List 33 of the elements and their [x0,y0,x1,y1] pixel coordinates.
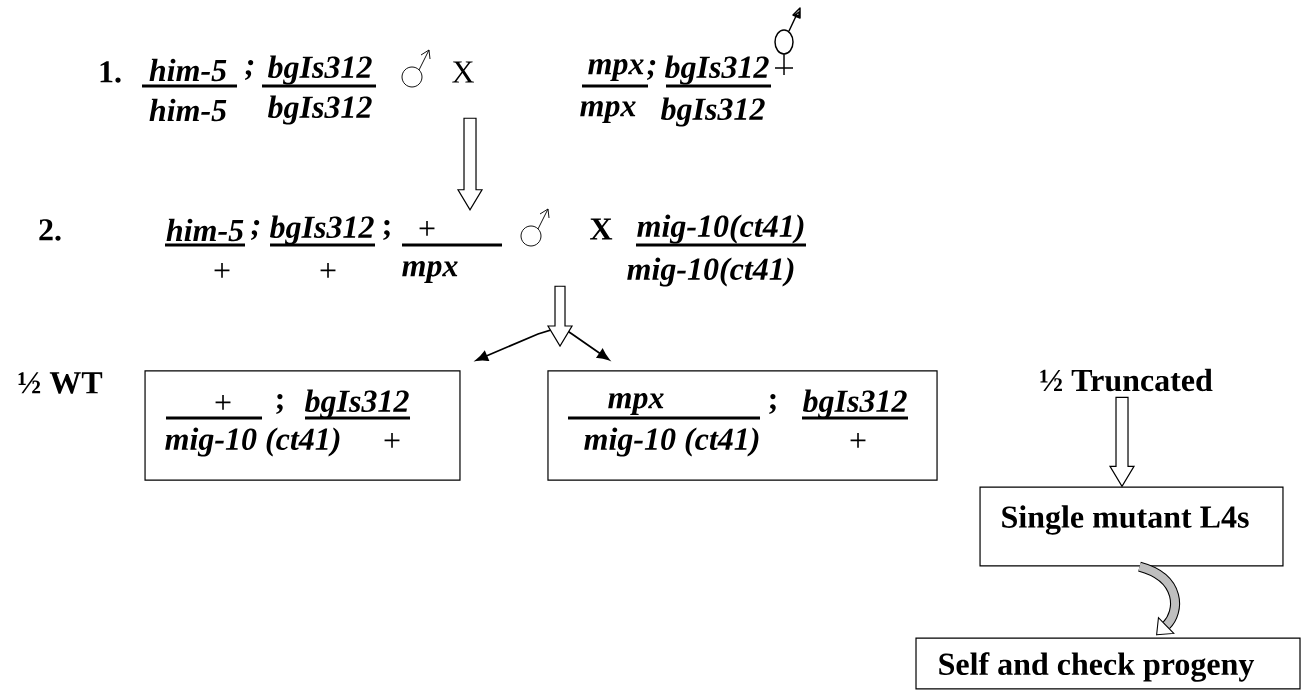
genotype-text: mpx [402,261,458,283]
genotype-text: + [320,262,336,278]
genotype-text: + [214,262,230,278]
genotype-text: bgIs312 [661,97,765,127]
genotype-text: mig-10(ct41) [637,214,804,244]
genotype-text: ; [251,220,260,240]
genotype-text: mpx [588,59,644,81]
ratio-label: ½ Truncated [1040,368,1213,392]
ratio-label: ½ WT [18,372,103,394]
genotype-text: ; [647,60,656,80]
genotype-text: mig-10(ct41) [627,257,794,287]
genotype-text: bgIs312 [268,55,372,85]
genotype-text: X [590,218,613,240]
genotype-text: bgIs312 [269,215,374,245]
genotype-text: X [452,61,474,83]
genotype-text: him-5 [149,98,227,122]
block-arrow [1108,396,1136,488]
genotype-text: bgIs312 [664,55,769,85]
genotype-text: mpx [580,101,636,123]
genotype-text: him-5 [149,58,227,82]
genotype-text: ; [245,60,254,80]
genotype-text: bgIs312 [268,95,372,125]
block-arrow [456,117,484,211]
curved-arrow [1137,561,1181,636]
process-box: Self and check progeny [915,637,1301,690]
genotype-text: him-5 [166,218,244,242]
genotype-box: + ; bgIs312 mig-10 (ct41) + [144,370,461,481]
step-number: 2. [39,219,61,241]
block-arrow [546,285,574,348]
process-box: Single mutant L4s [979,486,1284,567]
genotype-text: + [419,220,435,236]
genotype-box: mpx ; bgIs312 mig-10 (ct41) + [547,370,938,481]
genotype-text: ; [383,220,390,240]
